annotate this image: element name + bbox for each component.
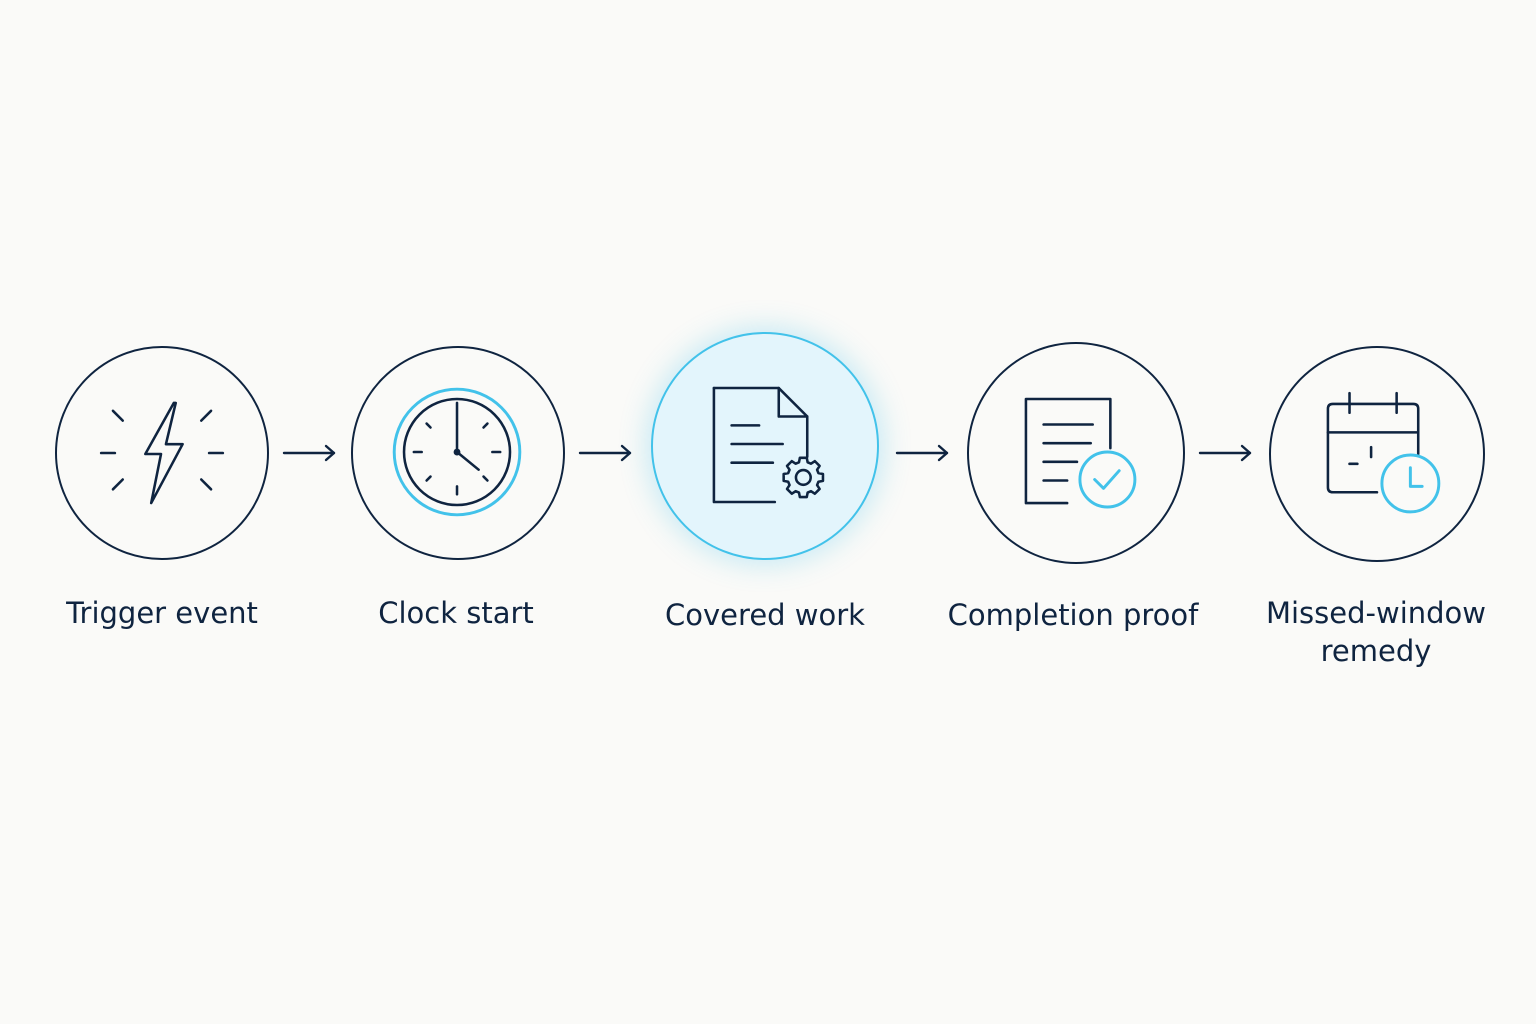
arrow-4-icon	[1198, 444, 1252, 462]
arrow-1-icon	[282, 444, 336, 462]
lightning-bolt-icon	[99, 401, 225, 505]
clock-icon	[392, 387, 522, 517]
step-covered-work-circle	[651, 332, 879, 560]
step-completion-proof-circle	[967, 342, 1185, 564]
step-label-covered-work: Covered work	[665, 598, 865, 632]
document-check-icon	[1024, 397, 1137, 509]
step-missed-window-circle	[1269, 346, 1485, 562]
calendar-clock-icon	[1326, 391, 1441, 514]
document-gear-icon	[712, 386, 825, 504]
step-label-clock: Clock start	[378, 596, 534, 630]
step-clock-circle	[351, 346, 565, 560]
step-label-completion-proof: Completion proof	[947, 598, 1199, 632]
step-label-trigger: Trigger event	[66, 596, 258, 630]
arrow-3-icon	[895, 444, 949, 462]
arrow-2-icon	[578, 444, 632, 462]
step-trigger-circle	[55, 346, 269, 560]
step-label-missed-window: Missed-window remedy	[1265, 596, 1487, 668]
